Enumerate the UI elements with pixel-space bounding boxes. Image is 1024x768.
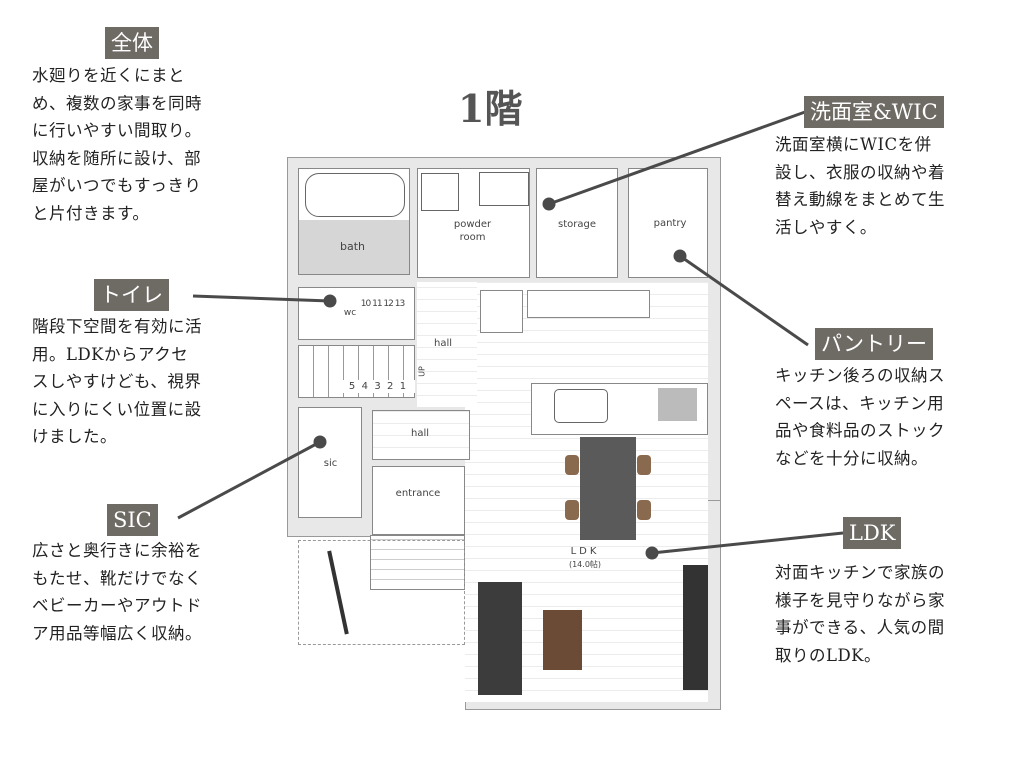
stair-numbers-upper: 10 11 12 13	[360, 299, 405, 309]
desc-ldk: 対面キッチンで家族の 様子を見守りながら家 事ができる、人気の間 取りのLDK。	[775, 563, 945, 665]
tv-unit	[683, 565, 708, 690]
callout-dot	[323, 294, 337, 308]
tag-toilet: トイレ	[94, 279, 169, 311]
coffee-table	[543, 610, 582, 670]
room-pantry	[628, 168, 708, 278]
callout-line-ldk	[651, 531, 844, 555]
vanity	[479, 172, 529, 206]
tag-pantry: パントリー	[815, 328, 934, 360]
tag-sic: SIC	[107, 504, 158, 536]
room-wc	[298, 287, 415, 340]
room-label-pantry: pantry	[653, 218, 687, 229]
room-label-hall: hall	[433, 338, 453, 349]
porch	[298, 540, 465, 645]
room-label-sic: sic	[323, 458, 338, 469]
desc-wic: 洗面室横にWICを併 設し、衣服の収納や着 替え動線をまとめて生 活しやすく。	[775, 135, 945, 237]
dining-table	[580, 437, 636, 540]
dining-chair	[565, 455, 579, 475]
room-sic	[298, 407, 362, 518]
room-label-entrance: entrance	[395, 488, 441, 499]
tag-ldk: LDK	[843, 517, 902, 549]
bathtub	[305, 173, 405, 217]
sofa	[478, 582, 522, 695]
desc-pantry: キッチン後ろの収納ス ペースは、キッチン用 品や食料品のストック などを十分に収…	[775, 366, 945, 468]
room-label-ldk: LDK	[570, 546, 600, 557]
stair-numbers-lower: 5 4 3 2 1	[340, 380, 415, 393]
room-label-hall-2: hall	[410, 428, 430, 439]
back-counter	[527, 290, 650, 318]
stove	[658, 388, 697, 421]
room-label-powder: powder room	[453, 219, 492, 243]
room-hall-2	[372, 410, 470, 460]
room-entrance	[372, 466, 465, 535]
callout-dot	[673, 249, 687, 263]
desc-toilet: 階段下空間を有効に活 用。LDKからアクセ スしやすけども、視界 に入りにくい位…	[32, 317, 202, 446]
washing-machine	[421, 173, 459, 211]
dining-chair	[637, 455, 651, 475]
room-storage	[536, 168, 618, 278]
room-label-storage: storage	[558, 219, 596, 230]
room-powder	[417, 168, 530, 278]
tag-wic: 洗面室&WIC	[804, 96, 944, 128]
hall-floor	[417, 282, 477, 407]
desc-overall: 水廻りを近くにまと め、複数の家事を同時 に行いやすい間取り。 収納を随所に設け…	[32, 66, 202, 223]
callout-line-sic	[177, 440, 321, 520]
callout-dot	[542, 197, 556, 211]
bath-wash-area	[299, 220, 409, 274]
sink	[554, 389, 608, 423]
callout-line-wic	[548, 110, 806, 206]
room-label-bath: bath	[339, 240, 365, 253]
desc-sic: 広さと奥行きに余裕を もたせ、靴だけでなく ベビーカーやアウトド ア用品等幅広く…	[32, 541, 202, 643]
callout-line-toilet	[192, 294, 331, 303]
callout-line-pantry	[679, 254, 809, 347]
entrance-tile	[370, 535, 465, 590]
room-label-wc: wc	[343, 308, 357, 318]
callout-dot	[645, 546, 659, 560]
tag-overall: 全体	[105, 27, 159, 59]
page-title: 1階	[458, 86, 523, 131]
room-size-ldk: (14.0帖)	[568, 560, 602, 569]
fridge	[480, 290, 523, 333]
dining-chair	[565, 500, 579, 520]
dining-chair	[637, 500, 651, 520]
callout-dot	[313, 435, 327, 449]
